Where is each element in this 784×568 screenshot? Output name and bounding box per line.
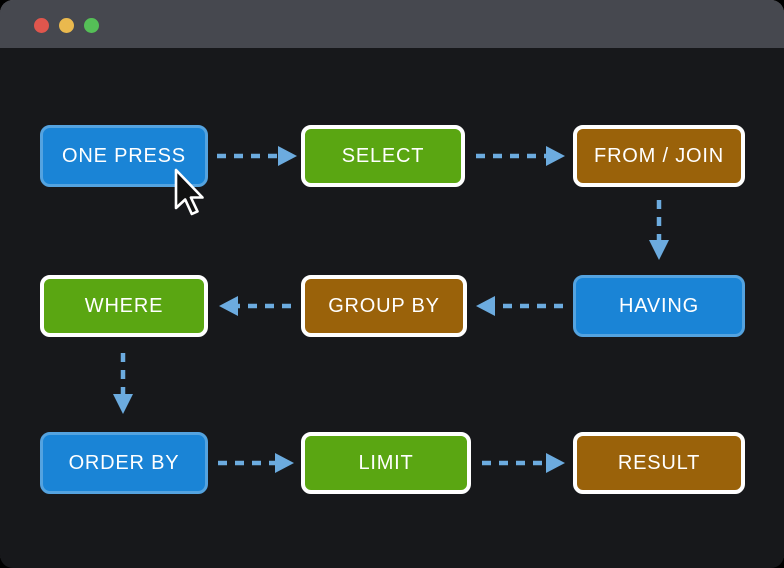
node-where-label: WHERE <box>84 294 164 317</box>
arrow-select-to-from-join <box>476 146 565 166</box>
node-group-by[interactable]: GROUP BY <box>301 275 467 337</box>
node-limit-label: LIMIT <box>358 451 414 474</box>
node-where[interactable]: WHERE <box>40 275 208 337</box>
node-select-label: SELECT <box>341 144 425 167</box>
traffic-lights <box>34 17 99 33</box>
close-window-icon[interactable] <box>34 17 49 33</box>
node-order-by-label: ORDER BY <box>68 451 180 474</box>
arrow-limit-to-result <box>482 453 565 473</box>
window-titlebar <box>0 0 784 48</box>
zoom-window-icon[interactable] <box>84 17 99 33</box>
arrow-one-press-to-select <box>217 146 297 166</box>
arrow-where-to-order-by <box>113 353 133 414</box>
node-having[interactable]: HAVING <box>573 275 745 337</box>
node-select[interactable]: SELECT <box>301 125 465 187</box>
node-from-join[interactable]: FROM / JOIN <box>573 125 745 187</box>
node-group-by-label: GROUP BY <box>328 294 440 317</box>
node-from-join-label: FROM / JOIN <box>594 144 724 167</box>
arrow-from-join-to-having <box>649 200 669 260</box>
node-having-label: HAVING <box>619 294 699 317</box>
node-one-press-label: ONE PRESS <box>62 144 186 167</box>
node-one-press[interactable]: ONE PRESS <box>40 125 208 187</box>
node-result[interactable]: RESULT <box>573 432 745 494</box>
node-order-by[interactable]: ORDER BY <box>40 432 208 494</box>
arrow-group-by-to-where <box>219 296 291 316</box>
node-limit[interactable]: LIMIT <box>301 432 471 494</box>
arrow-order-by-to-limit <box>218 453 294 473</box>
diagram-canvas: ONE PRESS SELECT FROM / JOIN WHERE GROUP… <box>0 48 784 568</box>
node-result-label: RESULT <box>617 451 701 474</box>
arrow-having-to-group-by <box>476 296 563 316</box>
minimize-window-icon[interactable] <box>59 17 74 33</box>
